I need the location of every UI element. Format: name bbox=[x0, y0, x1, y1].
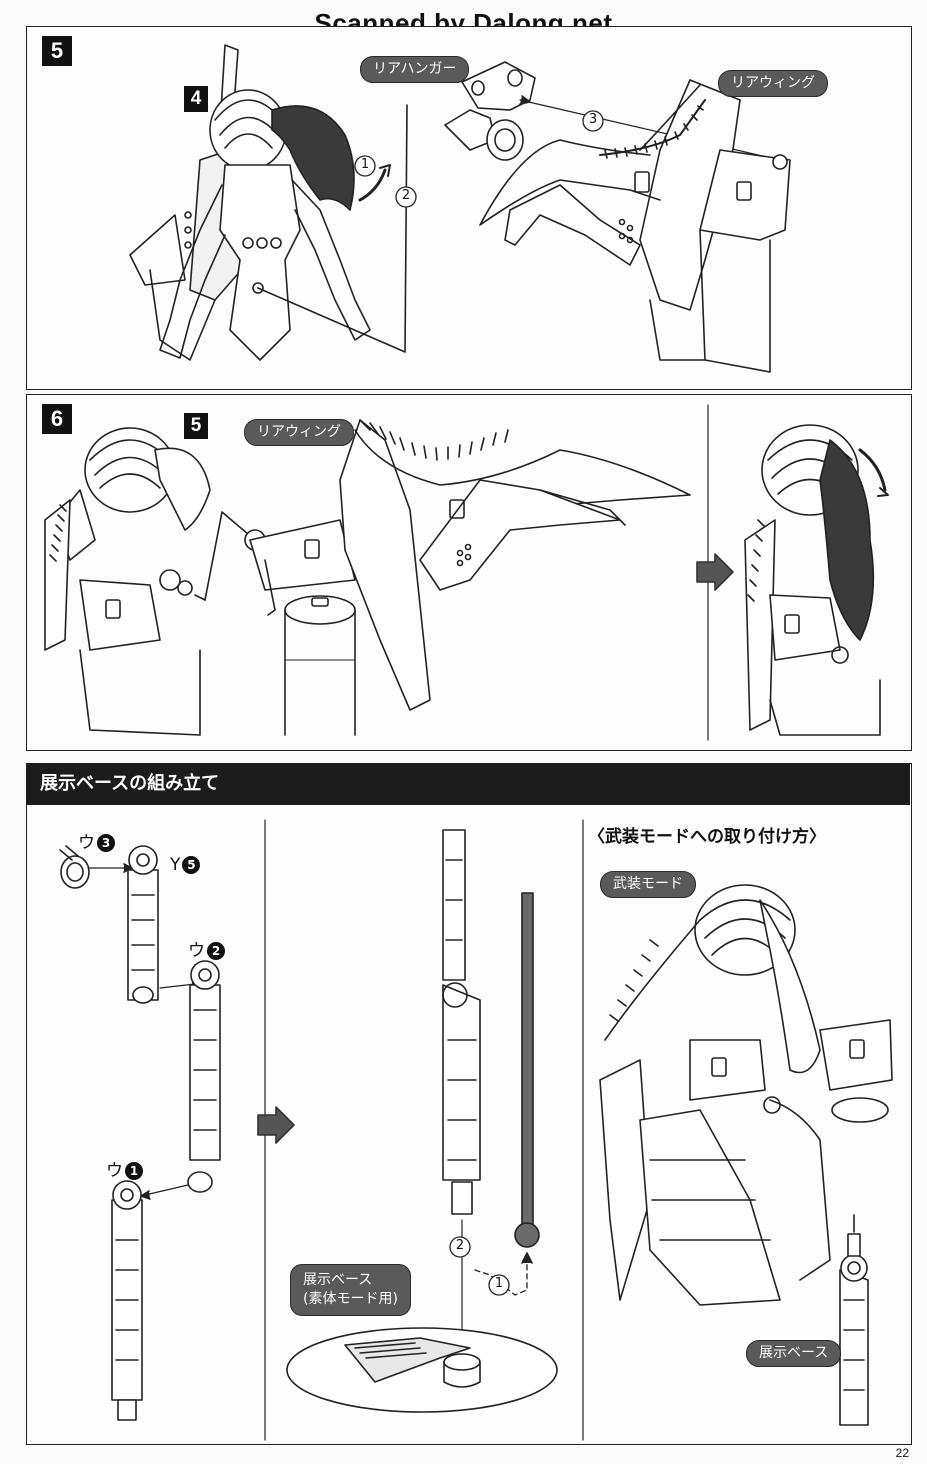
step6-rear-wing-illustration bbox=[204, 419, 691, 736]
step-5-number: 5 bbox=[42, 36, 72, 66]
base-parts-illustration bbox=[59, 845, 221, 1421]
page-number: 22 bbox=[895, 1446, 909, 1460]
step5-callout-1: 1 bbox=[360, 157, 370, 172]
section-header: 展示ベースの組み立て bbox=[26, 763, 910, 805]
step6-next-arrow bbox=[696, 553, 734, 591]
display-base-label-line2: (素体モード用) bbox=[303, 1291, 398, 1307]
base-callout-2: 2 bbox=[455, 1238, 465, 1253]
step5-hanger-illustration bbox=[444, 61, 781, 161]
step6-figure-after-illustration bbox=[744, 424, 889, 736]
step-6-ref-number: 5 bbox=[184, 413, 208, 439]
step-6-number: 6 bbox=[42, 404, 72, 434]
base-next-arrow bbox=[257, 1106, 295, 1144]
step5-callout-3: 3 bbox=[588, 112, 598, 127]
display-base-label-line1: 展示ベース bbox=[303, 1272, 373, 1288]
armed-mode-heading: 〈武装モードへの取り付け方〉 bbox=[588, 827, 826, 847]
rear-wing-label-step6: リアウィング bbox=[244, 419, 354, 446]
step5-figure-illustration bbox=[129, 44, 408, 361]
rear-wing-label-step5: リアウィング bbox=[718, 70, 828, 97]
armed-mode-illustration bbox=[599, 884, 893, 1426]
display-base-label-armed: 展示ベース bbox=[746, 1340, 842, 1367]
step6-figure-before-illustration bbox=[44, 427, 211, 736]
step5-callout-2: 2 bbox=[401, 188, 411, 203]
rear-hanger-label: リアハンガー bbox=[360, 56, 470, 83]
armed-mode-label: 武装モード bbox=[600, 871, 696, 898]
display-base-label-unarmed: 展示ベース (素体モード用) bbox=[290, 1264, 411, 1316]
base-callout-1: 1 bbox=[494, 1276, 504, 1291]
step5-rear-wing-illustration bbox=[479, 79, 791, 373]
step-5-ref-number: 4 bbox=[184, 86, 208, 112]
base-assembly-illustration bbox=[286, 829, 558, 1413]
